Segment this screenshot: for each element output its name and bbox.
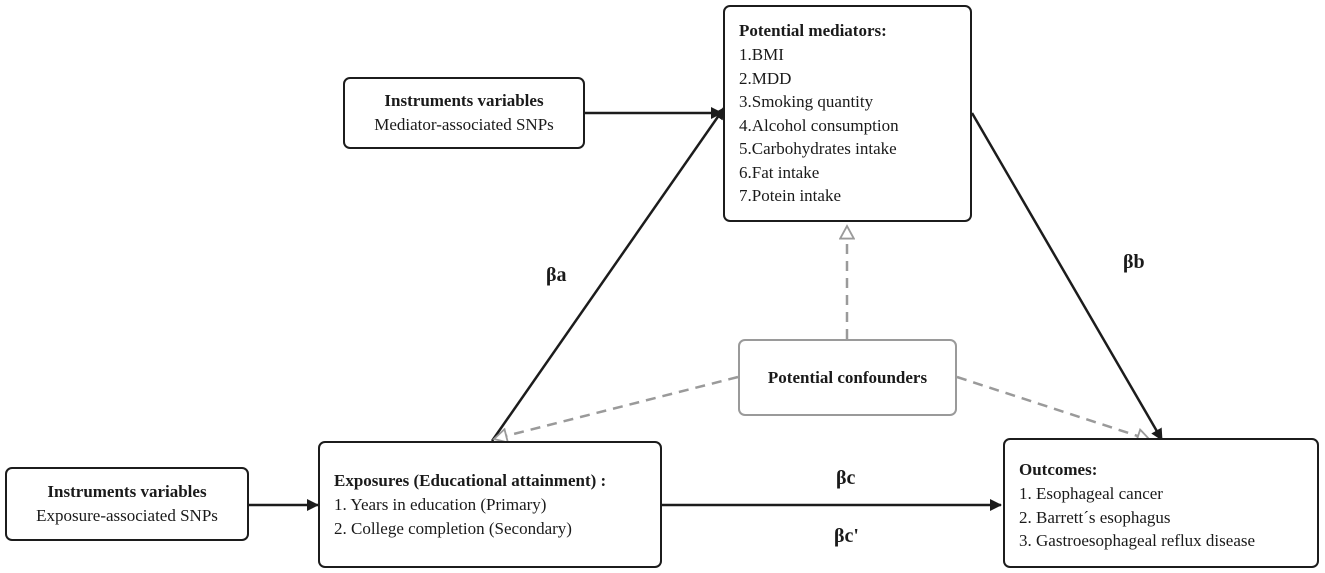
path-label-beta-b: βb xyxy=(1123,251,1145,273)
arrow-mediator-to-outcome xyxy=(970,112,1164,441)
outcome-item: 2. Barrett´s esophagus xyxy=(1019,507,1171,527)
instrument-exposure-box: Instruments variables Exposure-associate… xyxy=(5,467,249,541)
mediator-item: 6.Fat intake xyxy=(739,162,820,182)
path-label-beta-c-prime: βc' xyxy=(834,525,859,547)
instrument-mediator-box: Instruments variables Mediator-associate… xyxy=(343,77,585,149)
exposures-title: Exposures (Educational attainment) : xyxy=(334,471,607,490)
exposure-item: 1. Years in education (Primary) xyxy=(334,495,547,514)
instrument-mediator-subtitle: Mediator-associated SNPs xyxy=(374,115,554,134)
outcomes-title: Outcomes: xyxy=(1019,460,1098,479)
instrument-mediator-title: Instruments variables xyxy=(384,91,544,110)
outcome-item: 3. Gastroesophageal reflux disease xyxy=(1019,531,1256,550)
path-label-beta-c: βc xyxy=(836,467,856,489)
instrument-exposure-title: Instruments variables xyxy=(47,482,207,501)
confounders-box: Potential confounders xyxy=(738,339,957,416)
exposures-list: 1. Years in education (Primary) 2. Colle… xyxy=(334,493,646,540)
outcomes-list: 1. Esophageal cancer 2. Barrett´s esopha… xyxy=(1019,482,1303,553)
mediator-item: 5.Carbohydrates intake xyxy=(739,139,897,158)
mediator-item: 4.Alcohol consumption xyxy=(739,115,899,135)
mediator-item: 7.Potein intake xyxy=(739,186,841,205)
instrument-exposure-subtitle: Exposure-associated SNPs xyxy=(36,506,218,525)
exposures-box: Exposures (Educational attainment) : 1. … xyxy=(318,441,662,568)
mediator-item: 2.MDD xyxy=(739,68,792,88)
dashed-arrow-confounder-to-outcome xyxy=(956,375,1150,440)
outcomes-box: Outcomes: 1. Esophageal cancer 2. Barret… xyxy=(1003,438,1319,568)
mediators-box: Potential mediators: 1.BMI 2.MDD 3.Smoki… xyxy=(723,5,972,222)
mediator-item: 3.Smoking quantity xyxy=(739,92,874,111)
mediators-list: 1.BMI 2.MDD 3.Smoking quantity 4.Alcohol… xyxy=(739,43,956,208)
confounders-title: Potential confounders xyxy=(767,367,928,387)
dashed-arrow-confounder-to-exposure xyxy=(494,375,739,439)
mediators-title: Potential mediators: xyxy=(739,21,887,40)
outcome-item: 1. Esophageal cancer xyxy=(1019,484,1163,503)
mediator-item: 1.BMI xyxy=(739,45,784,64)
path-label-beta-a: βa xyxy=(546,264,567,286)
arrow-exposure-to-mediator xyxy=(490,107,726,442)
exposure-item: 2. College completion (Secondary) xyxy=(334,518,572,538)
